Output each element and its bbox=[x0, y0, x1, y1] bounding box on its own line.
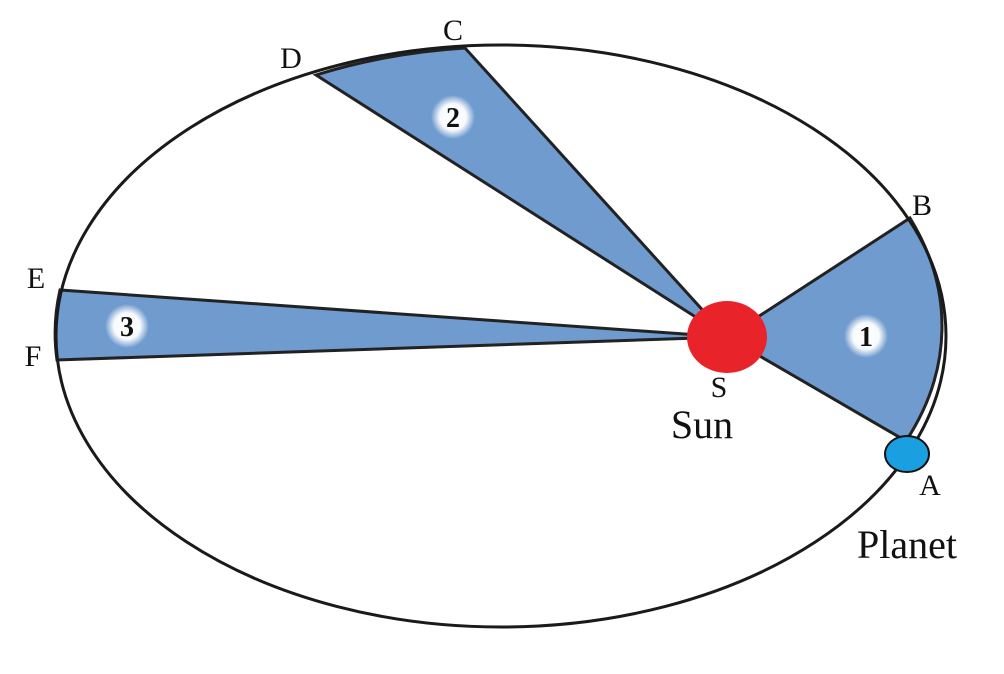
sector-2-label-bg bbox=[431, 95, 475, 139]
point-d-label: D bbox=[280, 42, 302, 75]
planet bbox=[884, 435, 930, 473]
sector-2-label: 2 bbox=[446, 103, 460, 134]
sector-2 bbox=[312, 46, 729, 339]
orbit-ellipse bbox=[54, 43, 948, 629]
sun bbox=[687, 301, 767, 373]
point-s-label: S bbox=[711, 371, 728, 404]
sector-3 bbox=[53, 288, 728, 362]
point-b-label: B bbox=[912, 189, 932, 222]
point-a-label: A bbox=[919, 469, 941, 502]
sun-label: Sun bbox=[671, 402, 733, 447]
point-f-label: F bbox=[25, 340, 42, 373]
sector-1-label-bg bbox=[844, 314, 888, 358]
sector-3-label-bg bbox=[105, 304, 149, 348]
point-c-label: C bbox=[443, 14, 463, 47]
sector-3-label: 3 bbox=[120, 312, 134, 343]
planet-label: Planet bbox=[857, 522, 957, 567]
sector-1-label: 1 bbox=[859, 322, 873, 353]
point-e-label: E bbox=[27, 262, 45, 295]
